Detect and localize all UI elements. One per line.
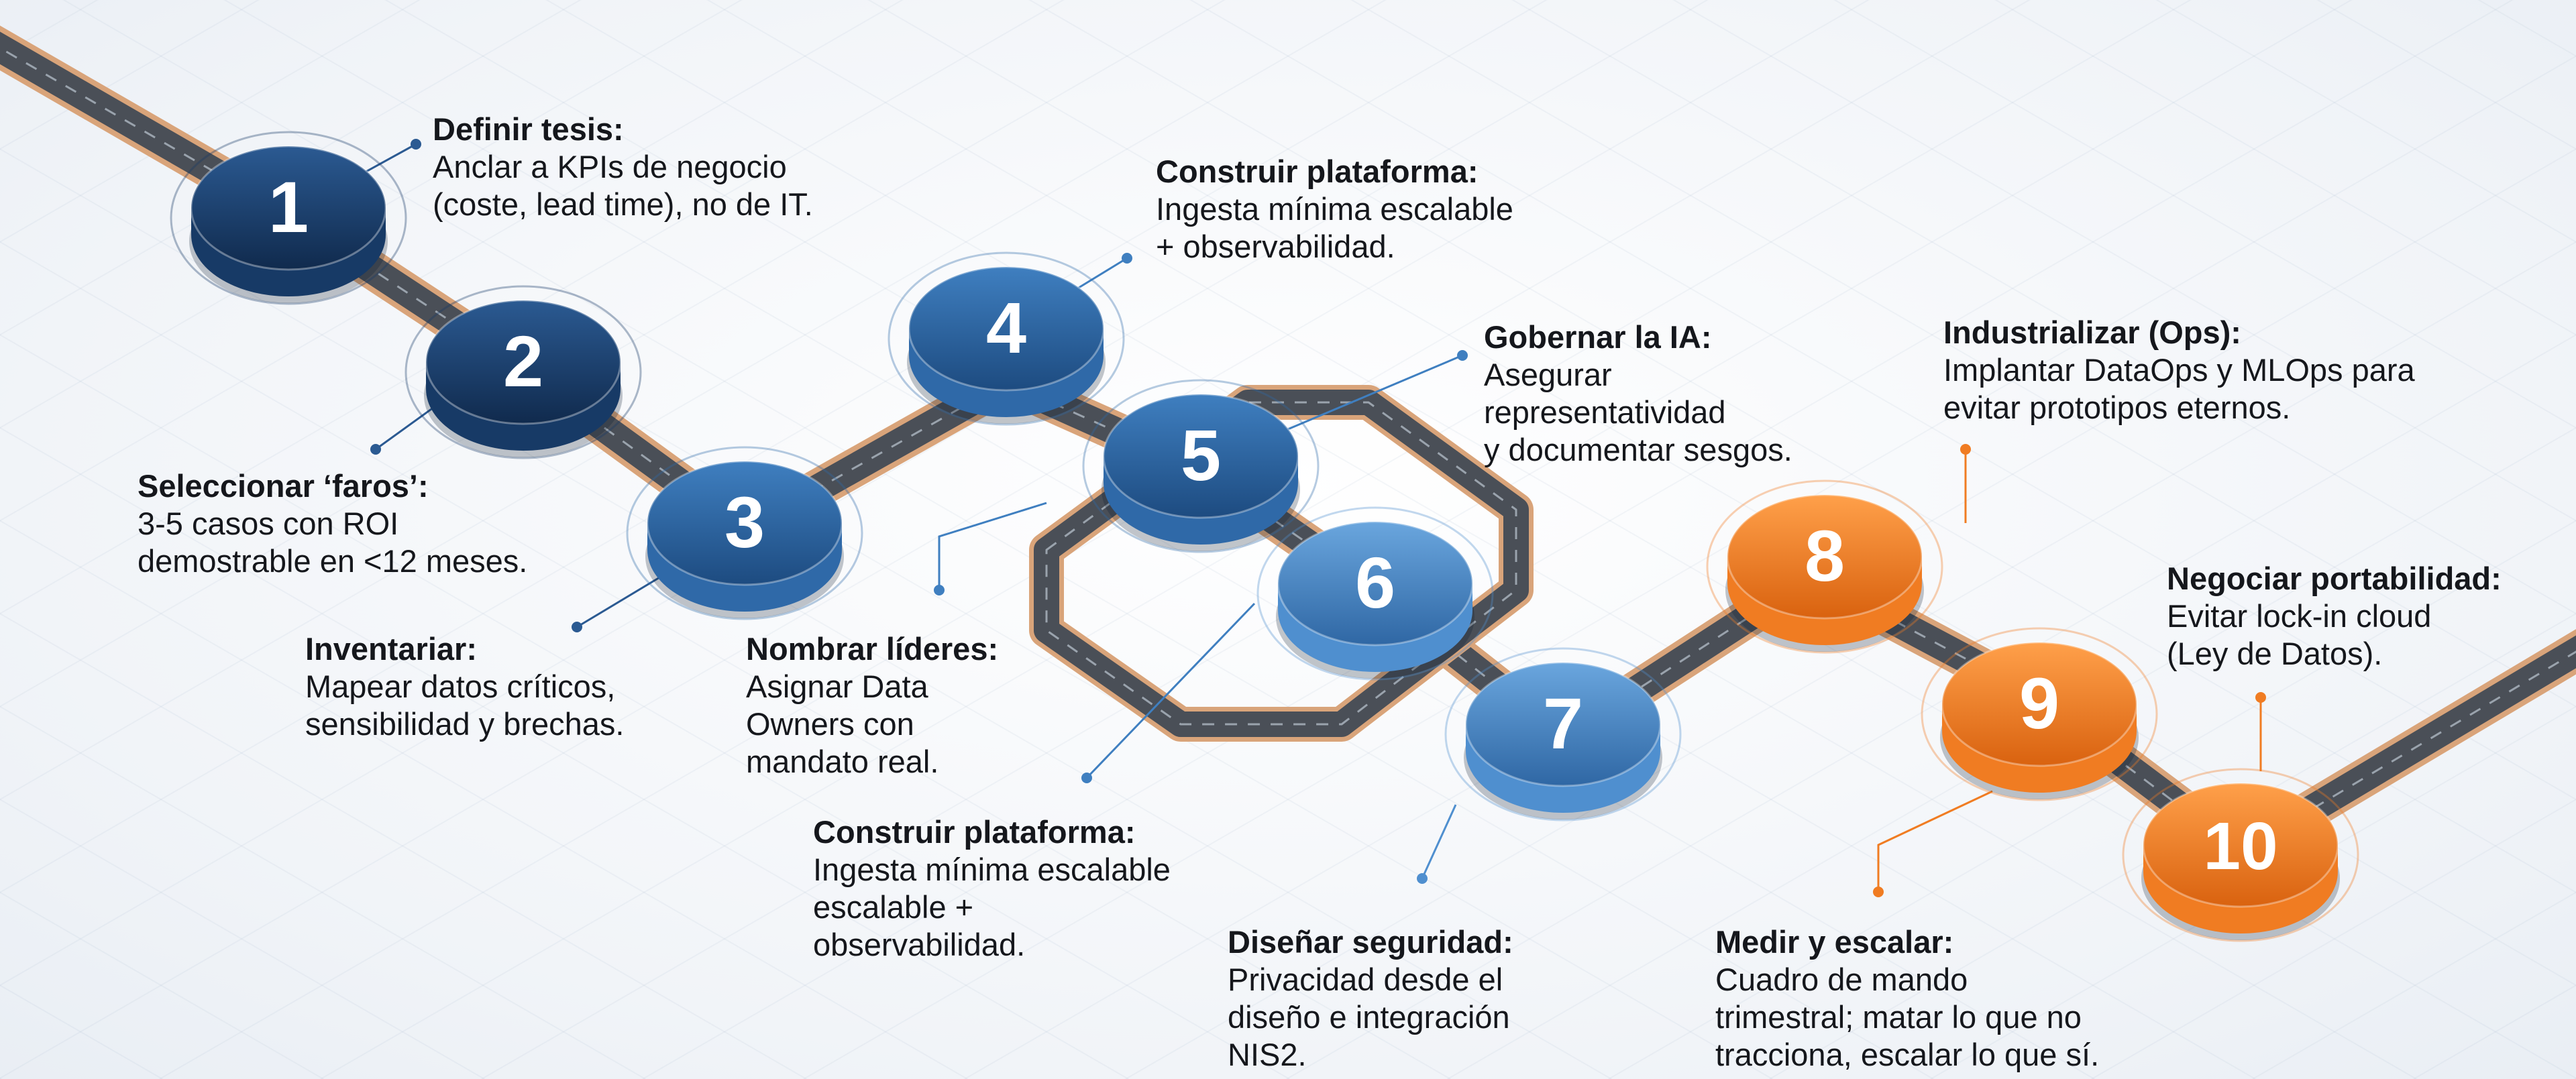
step-title: Diseñar seguridad: <box>1228 924 1513 960</box>
roadmap-node-8: 8 <box>1706 479 1943 654</box>
step-label-gobernar-ia: Gobernar la IA: Asegurar representativid… <box>1484 319 1792 469</box>
step-description: Cuadro de mando trimestral; matar lo que… <box>1715 962 2100 1072</box>
leader-lines <box>348 143 2262 892</box>
roadmap-node-5: 5 <box>1082 379 1320 553</box>
node-number: 7 <box>1543 683 1583 764</box>
step-title: Medir y escalar: <box>1715 924 1954 960</box>
step-label-inventariar: Inventariar: Mapear datos críticos, sens… <box>305 630 625 743</box>
leader-dots <box>370 139 2266 897</box>
step-title: Gobernar la IA: <box>1484 319 1712 355</box>
step-label-construir-plataforma-bottom: Construir plataforma: Ingesta mínima esc… <box>813 813 1171 964</box>
roadmap-node-4: 4 <box>888 251 1125 426</box>
node-number: 1 <box>268 166 309 247</box>
step-title: Construir plataforma: <box>1156 154 1479 189</box>
step-description: 3-5 casos con ROI demostrable en <12 mes… <box>138 506 528 579</box>
node-number: 5 <box>1181 414 1221 496</box>
step-label-construir-plataforma-top: Construir plataforma: Ingesta mínima esc… <box>1156 153 1513 266</box>
node-number: 4 <box>986 287 1026 368</box>
step-description: Implantar DataOps y MLOps para evitar pr… <box>1943 352 2415 425</box>
step-description: Privacidad desde el diseño e integración… <box>1228 962 1510 1072</box>
step-title: Construir plataforma: <box>813 814 1136 850</box>
step-description: Mapear datos críticos, sensibilidad y br… <box>305 669 625 742</box>
roadmap-node-3: 3 <box>626 446 863 620</box>
step-description: Asegurar representatividad y documentar … <box>1484 357 1792 467</box>
step-title: Seleccionar ‘faros’: <box>138 468 429 504</box>
step-description: Anclar a KPIs de negocio (coste, lead ti… <box>433 149 813 222</box>
node-number: 6 <box>1355 542 1395 623</box>
step-label-definir-tesis: Definir tesis: Anclar a KPIs de negocio … <box>433 111 813 223</box>
node-number: 10 <box>2203 809 2277 884</box>
road-loop <box>1029 385 1534 742</box>
step-label-nombrar-lideres: Nombrar líderes: Asignar Data Owners con… <box>746 630 998 781</box>
step-title: Inventariar: <box>305 631 477 667</box>
step-title: Nombrar líderes: <box>746 631 999 667</box>
roadmap-node-2: 2 <box>405 285 642 459</box>
step-label-seleccionar-faros: Seleccionar ‘faros’: 3-5 casos con ROI d… <box>138 467 527 580</box>
step-label-industrializar: Industrializar (Ops): Implantar DataOps … <box>1943 314 2415 427</box>
step-description: Evitar lock-in cloud (Ley de Datos). <box>2167 598 2432 671</box>
step-title: Industrializar (Ops): <box>1943 315 2241 350</box>
node-number: 3 <box>724 481 765 563</box>
step-description: Ingesta mínima escalable + observabilida… <box>1156 191 1513 264</box>
step-description: Asignar Data Owners con mandato real. <box>746 669 939 779</box>
roadmap-node-1: 1 <box>170 131 407 305</box>
step-title: Definir tesis: <box>433 111 624 147</box>
step-label-negociar-portabilidad: Negociar portabilidad: Evitar lock-in cl… <box>2167 560 2502 673</box>
step-label-disenar-seguridad: Diseñar seguridad: Privacidad desde el d… <box>1228 923 1513 1074</box>
node-number: 9 <box>2019 663 2059 744</box>
roadmap-node-6: 6 <box>1256 506 1494 681</box>
roadmap-nodes: 1 2 3 4 5 6 7 8 9 10 <box>170 131 2359 942</box>
step-label-medir-escalar: Medir y escalar: Cuadro de mando trimest… <box>1715 923 2099 1074</box>
step-title: Negociar portabilidad: <box>2167 561 2502 596</box>
roadmap-node-9: 9 <box>1921 627 2158 801</box>
step-description: Ingesta mínima escalable escalable + obs… <box>813 852 1171 962</box>
roadmap-node-10: 10 <box>2122 768 2359 942</box>
node-number: 2 <box>503 321 543 402</box>
roadmap-node-7: 7 <box>1444 647 1682 821</box>
node-number: 8 <box>1805 515 1845 596</box>
